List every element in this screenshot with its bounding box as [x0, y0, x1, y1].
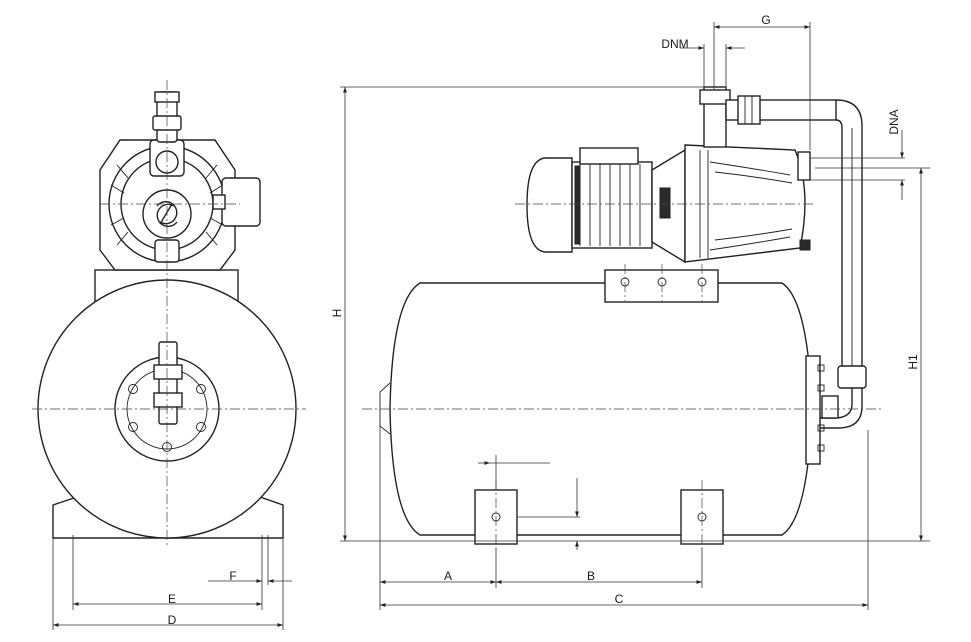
flange-bolts [128, 384, 206, 452]
label-e: E [168, 592, 176, 606]
label-dnm: DNM [661, 37, 688, 51]
side-dimensions [340, 22, 930, 610]
label-h: H [330, 309, 344, 318]
label-h1: H1 [906, 354, 920, 370]
side-motor-fan-cover [526, 157, 573, 253]
side-view [362, 86, 882, 548]
side-motor-body [571, 161, 653, 249]
label-f: F [229, 569, 236, 583]
label-dna: DNA [887, 109, 901, 134]
rotation-arrow-icon [156, 200, 178, 228]
side-return-pipe [835, 99, 863, 372]
front-terminal-box [221, 177, 261, 227]
label-g: G [761, 13, 770, 27]
housing-ribs [110, 164, 224, 246]
label-b: B [587, 569, 595, 583]
label-a: A [444, 569, 452, 583]
label-d: D [168, 613, 177, 627]
front-dimensions [52, 535, 292, 630]
label-c: C [615, 592, 624, 606]
front-view [32, 80, 306, 545]
front-flange-pipe [158, 341, 178, 425]
